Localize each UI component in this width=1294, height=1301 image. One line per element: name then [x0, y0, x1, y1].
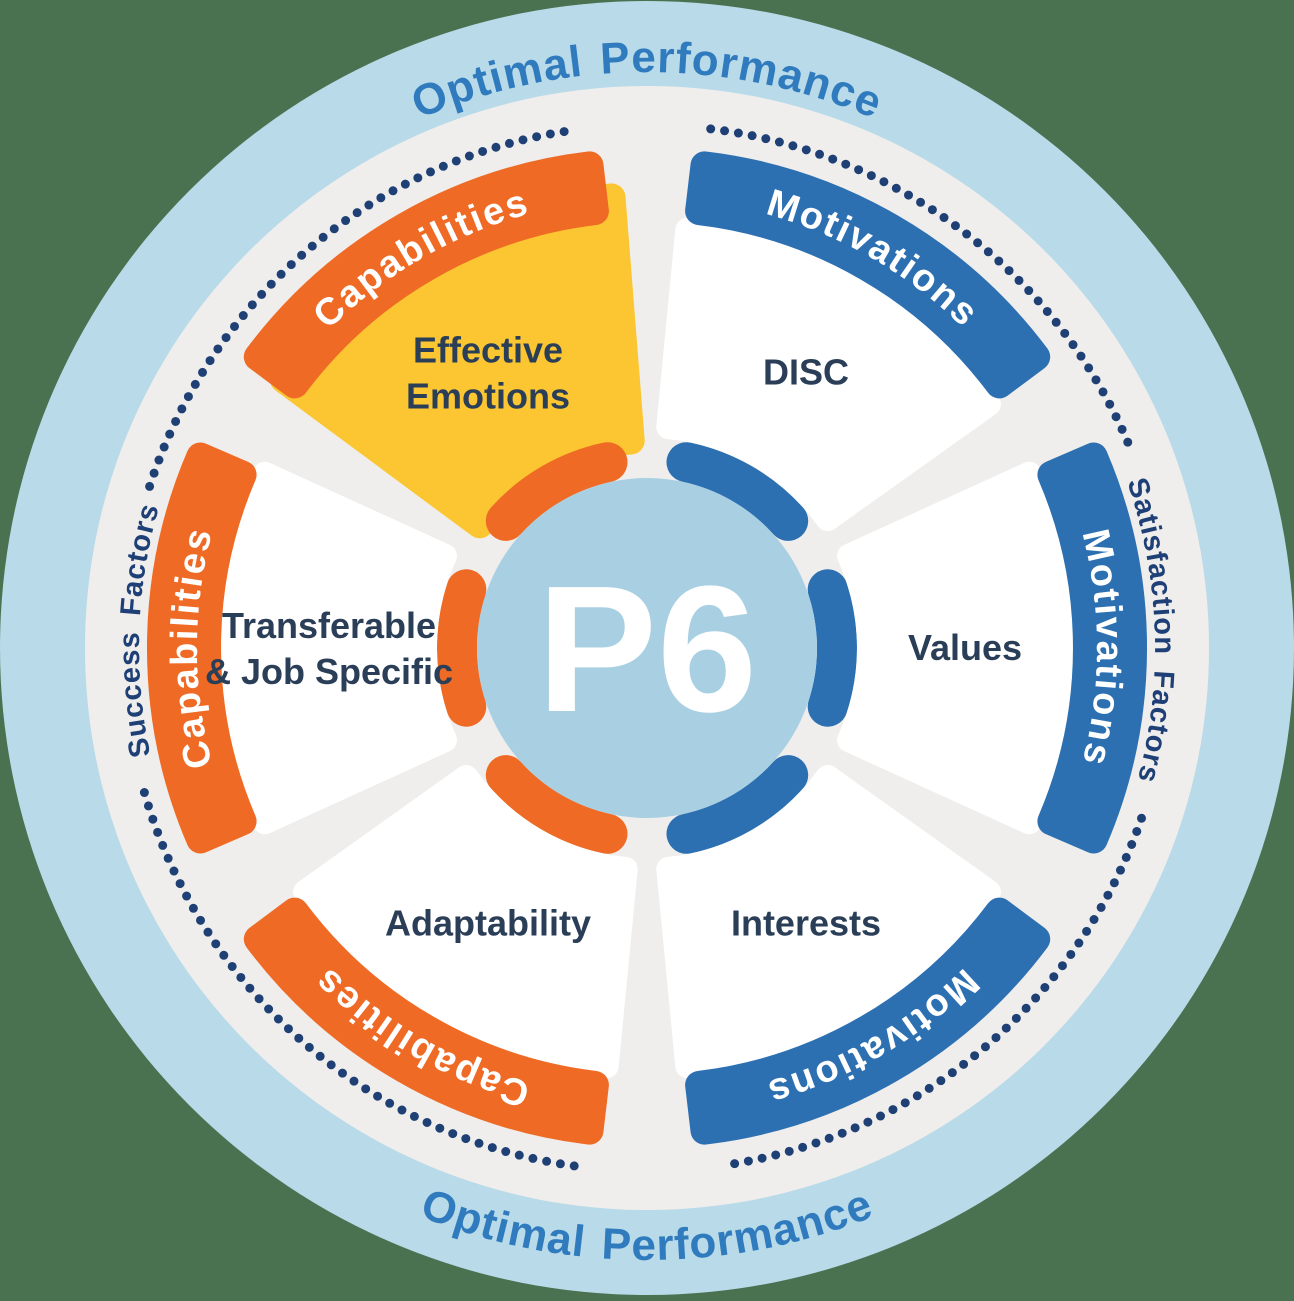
segment-values	[837, 461, 1080, 835]
band-adaptability	[243, 897, 609, 1145]
segment-label-line: Interests	[731, 902, 881, 943]
inner-arc-effective-emotions	[485, 442, 628, 541]
inner-arc-values	[807, 569, 857, 727]
segment-label-adaptability: Adaptability	[385, 902, 591, 943]
dotted-ring-arc	[706, 124, 1137, 457]
center-label: P6	[537, 549, 757, 750]
segment-disc	[656, 217, 1001, 532]
dotted-ring-arc	[724, 813, 1146, 1170]
band-disc	[685, 151, 1051, 399]
band-transferable-job-specific	[146, 442, 257, 854]
segment-transferable-job-specific	[214, 461, 457, 835]
segment-label-disc: DISC	[763, 352, 849, 393]
inner-arc-transferable-job-specific	[437, 569, 487, 727]
segment-label-line: Adaptability	[385, 902, 591, 943]
segment-label-line: DISC	[763, 352, 849, 393]
dotted-ring-arc	[139, 787, 579, 1171]
inner-arc-disc	[666, 442, 809, 541]
segment-label-line: & Job Specific	[205, 651, 453, 692]
segment-label-line: Effective	[413, 330, 563, 371]
segment-label-line: Emotions	[406, 376, 570, 417]
segment-label-interests: Interests	[731, 902, 881, 943]
inner-arc-adaptability	[485, 755, 628, 854]
band-values	[1037, 442, 1148, 854]
band-interests	[685, 897, 1051, 1145]
inner-arc-interests	[666, 755, 809, 854]
segment-label-transferable-job-specific: Transferable & Job Specific	[205, 605, 453, 692]
segment-label-line: Transferable	[222, 605, 436, 646]
dotted-ring-arc	[145, 126, 570, 491]
band-effective-emotions	[243, 151, 609, 399]
segment-adaptability	[293, 764, 638, 1079]
segment-label-line: Values	[908, 627, 1022, 668]
center-circle	[477, 478, 817, 818]
segment-label-values: Values	[908, 627, 1022, 668]
segment-interests	[656, 764, 1001, 1079]
